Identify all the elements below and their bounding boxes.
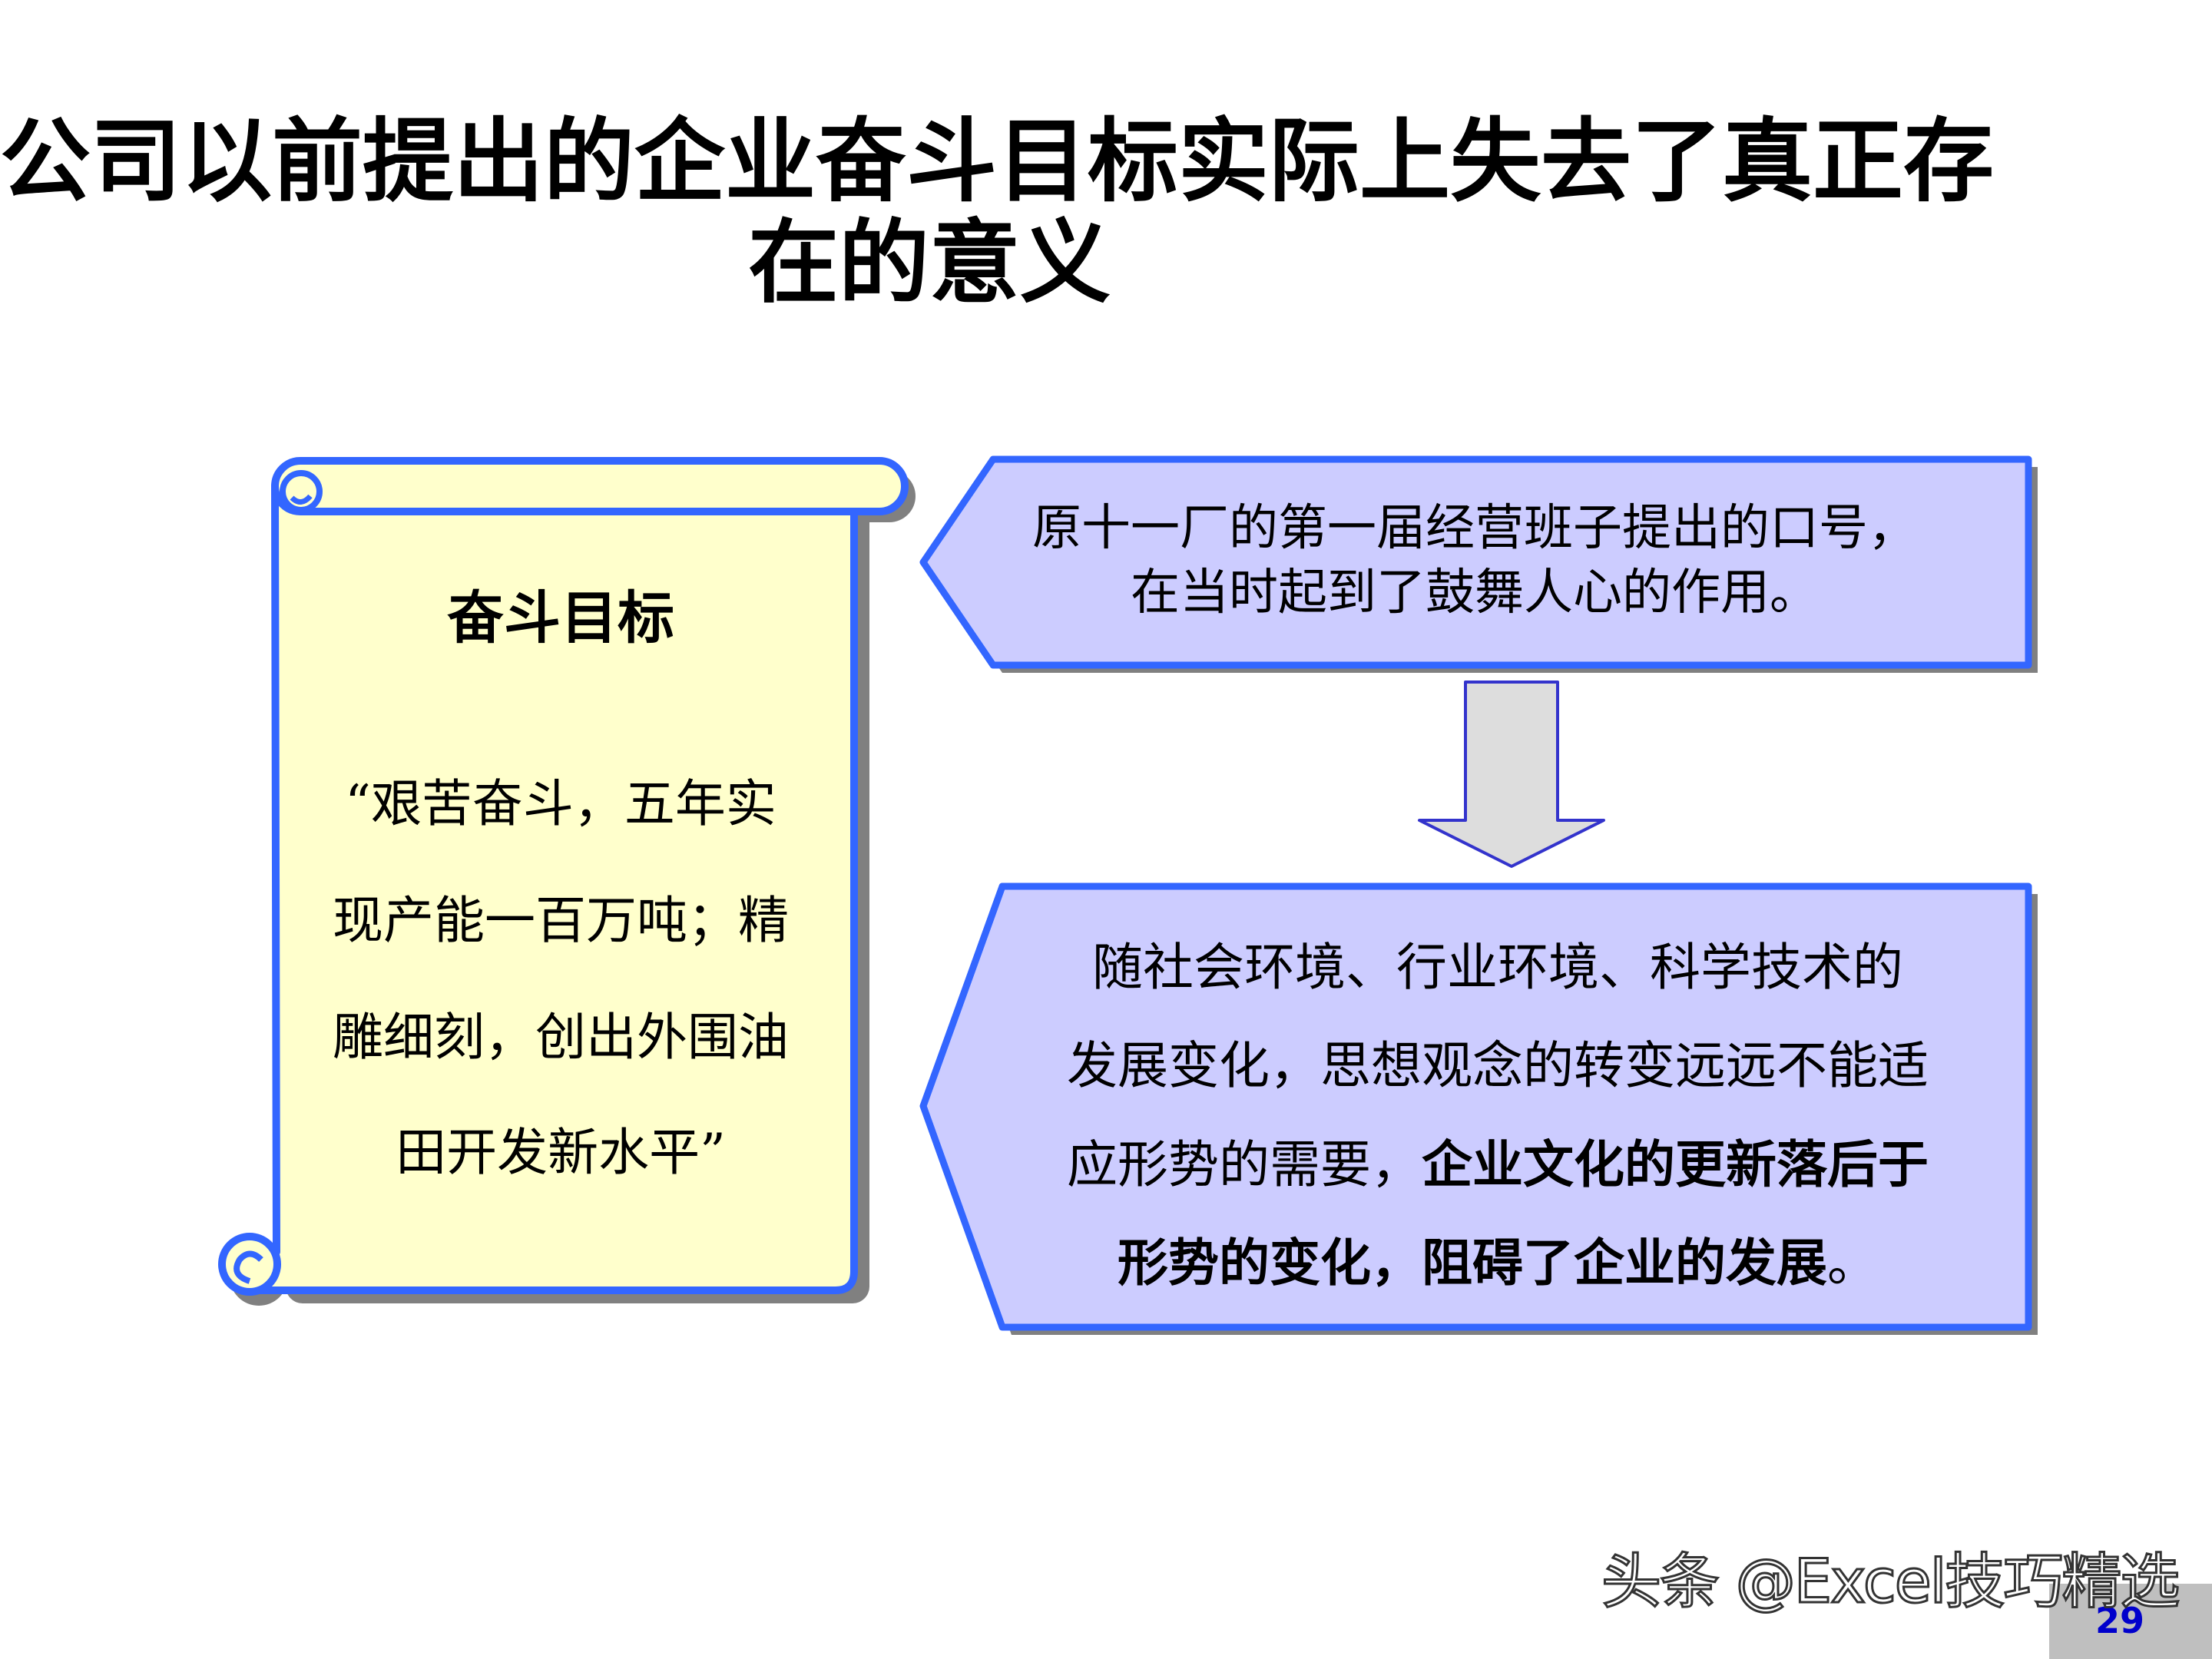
bottom-box-line-4-bold: 形势的变化，阻碍了企业的发展 [1118, 1233, 1827, 1293]
bottom-box-line-3-bold: 企业文化的更新落后于 [1422, 1134, 1929, 1194]
page-number: 29 [2094, 1600, 2144, 1641]
scroll-text-line-2: 现产能一百万吨；精 [333, 891, 789, 950]
scroll-shape [218, 457, 909, 1296]
top-box [919, 455, 2032, 669]
bottom-box-line-3-normal: 应形势的需要， [1067, 1135, 1422, 1194]
bottom-box-line-1: 随社会环境、行业环境、科学技术的 [1092, 938, 1903, 997]
scroll-text-line-1: “艰苦奋斗，五年实 [345, 774, 777, 833]
bottom-box-line-3: 应形势的需要，企业文化的更新落后于 [991, 1126, 2005, 1204]
slide-title-line-2: 在的意义 [747, 210, 1111, 316]
scroll-heading: 奋斗目标 [447, 585, 674, 651]
page-number-tab [2049, 1584, 2212, 1659]
slide-title-line-1: 公司以前提出的企业奋斗目标实际上失去了真正存 [0, 108, 1995, 214]
top-box-line-2: 在当时起到了鼓舞人心的作用。 [1131, 565, 1819, 621]
down-arrow [1418, 680, 1605, 868]
scroll-text-line-3: 雕细刻，创出外围油 [333, 1008, 789, 1067]
bottom-box-line-4-normal: 。 [1827, 1233, 1878, 1293]
top-box-line-1: 原十一厂的第一届经营班子提出的口号， [1032, 500, 1917, 557]
bottom-box-line-2: 发展变化，思想观念的转变远远不能适 [1067, 1036, 1929, 1095]
bottom-box-line-4: 形势的变化，阻碍了企业的发展。 [991, 1224, 2005, 1302]
bottom-box [919, 882, 2032, 1331]
watermark-text: 头条 @Excel技巧精选 [1601, 1547, 2181, 1618]
scroll-text-line-4: 田开发新水平” [396, 1123, 726, 1182]
